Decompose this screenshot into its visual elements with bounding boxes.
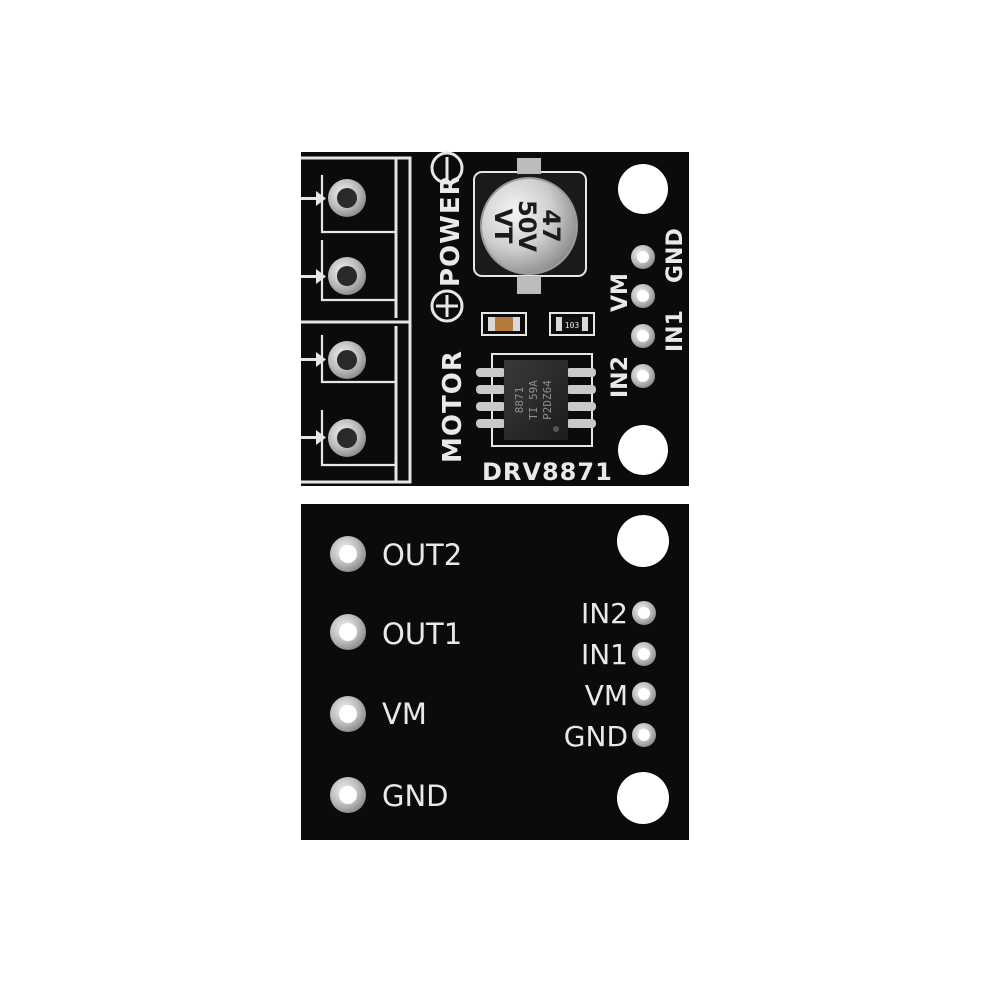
ic-pins <box>476 368 596 428</box>
terminal-pads <box>328 179 366 457</box>
capacitor: 47 50V VT <box>473 158 587 294</box>
ic-marking-line1: 8871 <box>513 387 526 414</box>
pin-label-gnd: GND <box>663 228 688 283</box>
capacitor-voltage: 50V <box>513 200 541 252</box>
terminal-arrows <box>301 191 326 445</box>
resistor-code: 103 <box>565 321 580 330</box>
back-label-vm-right: VM <box>585 679 628 712</box>
pin-label-vm: VM <box>608 273 633 312</box>
mounting-hole <box>617 772 669 824</box>
ic-marking-line3: P2DZ64 <box>541 380 554 420</box>
back-left-pads <box>330 536 366 813</box>
mounting-hole <box>617 515 669 567</box>
pin-label-in2: IN2 <box>608 356 633 398</box>
capacitor-value: 47 <box>537 209 565 242</box>
mounting-hole <box>618 164 668 214</box>
mounting-hole <box>618 425 668 475</box>
pin-label-in1: IN1 <box>663 310 688 352</box>
back-right-labels: IN2 IN1 VM GND <box>564 597 628 753</box>
minus-icon <box>430 151 464 185</box>
ic-marking-line2: TI 59A <box>527 380 540 420</box>
motor-label: MOTOR <box>438 350 468 463</box>
capacitor-series: VT <box>489 209 517 245</box>
back-right-pads <box>632 601 656 747</box>
board-name: DRV8871 <box>482 458 613 486</box>
back-board: OUT2 OUT1 VM GND IN2 IN1 VM GND <box>301 504 689 840</box>
plus-icon <box>430 289 464 323</box>
arrow-icon <box>301 191 326 206</box>
header-pads <box>631 245 655 388</box>
driver-ic: 8871 TI 59A P2DZ64 <box>476 353 596 447</box>
back-label-gnd: GND <box>382 779 449 813</box>
back-label-out1: OUT1 <box>382 617 462 651</box>
back-label-in1: IN1 <box>581 638 628 671</box>
smd-capacitor <box>481 312 527 336</box>
back-label-gnd-right: GND <box>564 720 628 753</box>
arrow-icon <box>301 269 326 284</box>
power-label: POWER <box>436 174 466 287</box>
back-left-labels: OUT2 OUT1 VM GND <box>382 538 462 813</box>
arrow-icon <box>301 352 326 367</box>
smd-resistor: 103 <box>549 312 595 336</box>
terminal-inner-lines <box>320 175 396 467</box>
back-label-vm: VM <box>382 697 427 731</box>
terminal-outline <box>301 156 412 484</box>
back-label-out2: OUT2 <box>382 538 462 572</box>
arrow-icon <box>301 430 326 445</box>
back-label-in2: IN2 <box>581 597 628 630</box>
front-board: POWER MOTOR 47 50V VT 10 <box>301 151 689 486</box>
